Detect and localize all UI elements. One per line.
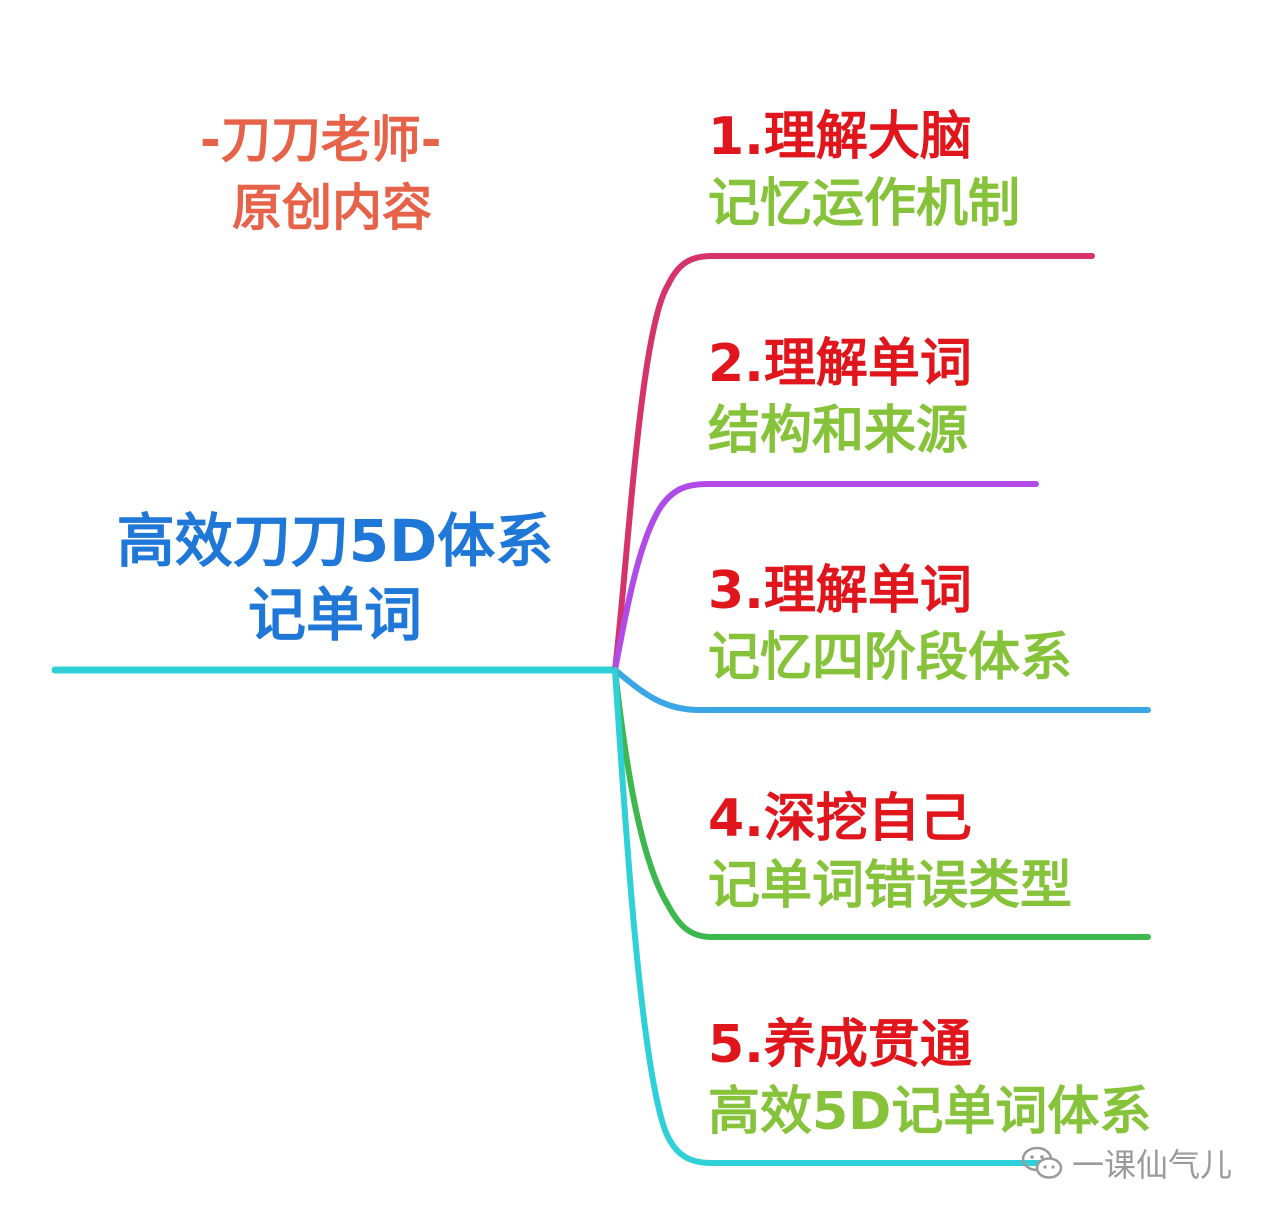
- branch-2-title: 2.理解单词: [708, 334, 972, 394]
- branch-3-subtitle: 记忆四阶段体系: [708, 628, 1073, 688]
- branch-4-title: 4.深挖自己: [708, 789, 972, 849]
- watermark-text: 一课仙气儿: [1072, 1146, 1233, 1184]
- branch-connector-2: [612, 481, 1039, 673]
- branch-connector-4: [612, 667, 1151, 940]
- branch-connector-1: [612, 253, 1095, 673]
- branch-4-subtitle: 记单词错误类型: [708, 856, 1073, 916]
- author-line-1: -刀刀老师-: [200, 111, 442, 169]
- branch-1-subtitle: 记忆运作机制: [708, 174, 1021, 234]
- branch-5-title: 5.养成贯通: [708, 1015, 972, 1075]
- branch-connector-3: [612, 667, 1151, 713]
- author-line-2: 原创内容: [232, 179, 432, 237]
- center-title-line-2: 记单词: [247, 581, 422, 649]
- branch-connector-5: [612, 667, 1043, 1166]
- branch-3-title: 3.理解单词: [708, 561, 972, 621]
- wechat-icon: [1021, 1146, 1063, 1179]
- branch-5-subtitle: 高效5D记单词体系: [708, 1082, 1152, 1142]
- center-title-line-1: 高效刀刀5D体系: [116, 507, 554, 575]
- watermark: 一课仙气儿: [1020, 1140, 1232, 1186]
- branch-1-title: 1.理解大脑: [708, 107, 972, 167]
- branch-2-subtitle: 结构和来源: [708, 401, 969, 461]
